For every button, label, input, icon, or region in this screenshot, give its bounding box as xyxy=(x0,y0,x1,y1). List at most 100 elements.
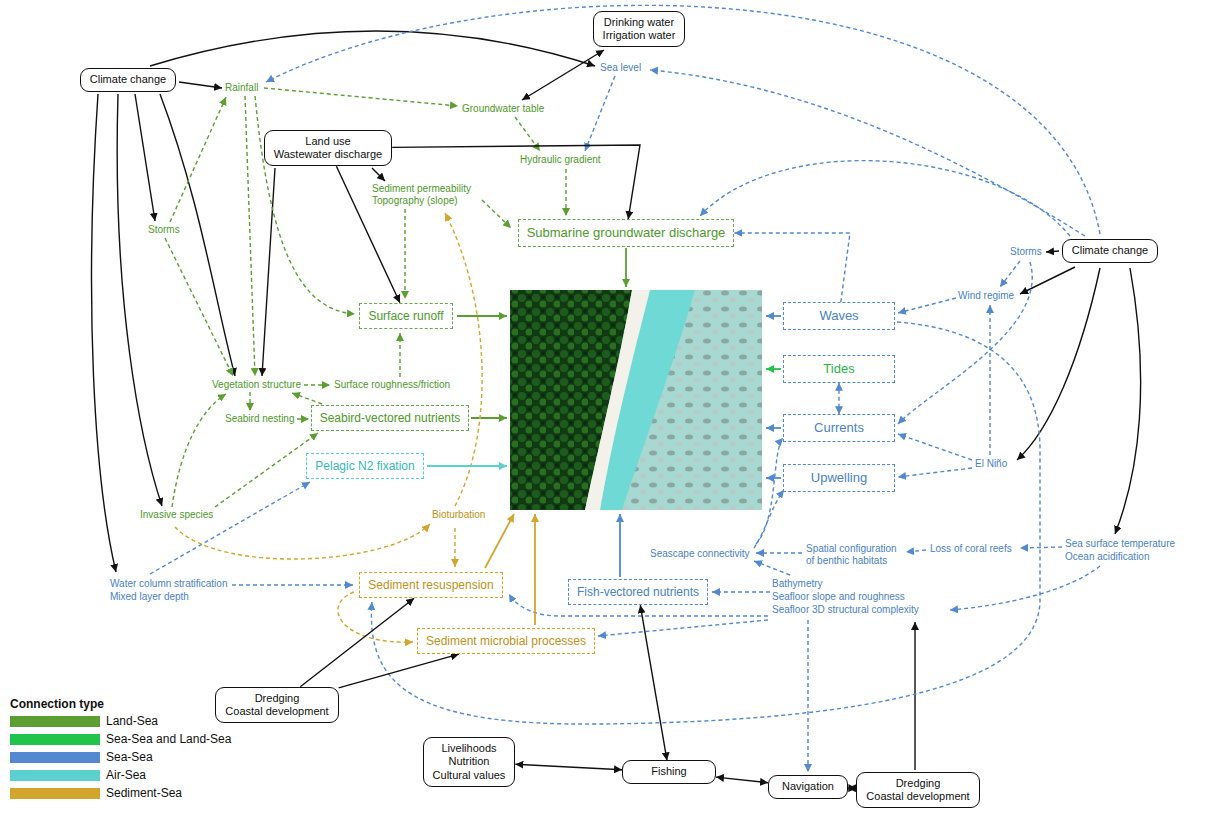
arrow xyxy=(619,514,621,577)
arrow xyxy=(565,169,566,216)
reef-flat xyxy=(510,290,762,510)
process-box: Pelagic N2 fixation xyxy=(306,453,423,479)
text-label: Hydraulic gradient xyxy=(520,154,601,165)
arrow xyxy=(522,50,604,100)
process-box: Upwelling xyxy=(783,464,895,492)
connector xyxy=(300,598,414,687)
text-label-holder: Hydraulic gradient xyxy=(520,154,601,166)
arrow xyxy=(1020,547,1062,548)
box-text: Climate change xyxy=(90,73,166,86)
arrow xyxy=(372,168,385,181)
arrow xyxy=(292,393,322,404)
text-label: Mixed layer depth xyxy=(110,591,189,602)
legend-text: Land-Sea xyxy=(106,714,158,728)
process-box: Sediment microbial processes xyxy=(417,628,595,654)
text-label-holder: Seascape connectivity xyxy=(650,548,750,560)
text-label: Groundwater table xyxy=(462,103,544,114)
box-text: Coastal development xyxy=(866,790,969,803)
text-label: Vegetation structure xyxy=(212,379,301,390)
text-label-holder: El Niño xyxy=(975,458,1007,470)
connector xyxy=(848,787,856,789)
text-label-holder: Sea surface temperature xyxy=(1065,538,1175,550)
driver-box: Navigation xyxy=(768,775,848,798)
arrow xyxy=(1115,268,1141,534)
legend-text: Sea-Sea and Land-Sea xyxy=(106,732,231,746)
arrow xyxy=(399,333,400,377)
arrow xyxy=(485,514,514,568)
text-label: Seabird nesting xyxy=(225,413,295,424)
text-label: Connection type xyxy=(10,697,104,711)
arrow xyxy=(175,524,430,559)
arrow xyxy=(482,200,511,228)
text-label-holder: Seabird nesting xyxy=(225,413,295,425)
arrow xyxy=(245,96,255,376)
driver-box: Climate change xyxy=(80,68,176,91)
box-text: Irrigation water xyxy=(603,29,676,42)
arrow xyxy=(172,394,226,507)
text-label: Ocean acidification xyxy=(1065,551,1150,562)
arrow xyxy=(165,238,233,376)
arrow xyxy=(700,161,1070,236)
box-text: Fish-vectored nutrients xyxy=(577,585,699,599)
arrow xyxy=(338,592,413,642)
box-text: Climate change xyxy=(1072,244,1148,257)
legend-swatch xyxy=(10,770,100,781)
arrow xyxy=(264,88,458,106)
process-box: Fish-vectored nutrients xyxy=(568,579,708,605)
arrow xyxy=(766,315,781,317)
driver-box: Land useWastewater discharge xyxy=(264,130,392,166)
text-label-holder: Groundwater table xyxy=(462,103,544,115)
driver-box: Drinking waterIrrigation water xyxy=(593,11,686,47)
arrow xyxy=(625,248,627,287)
arrow xyxy=(135,94,155,221)
arrow xyxy=(898,298,956,313)
arrow xyxy=(766,368,781,370)
box-text: Nutrition xyxy=(433,755,506,768)
process-box: Sediment resuspension xyxy=(359,572,502,598)
arrow xyxy=(262,168,275,376)
text-label: Loss of coral reefs xyxy=(930,543,1012,554)
arrow xyxy=(471,417,507,419)
driver-box: Fishing xyxy=(622,760,716,783)
text-label-holder: Topography (slope) xyxy=(372,195,458,207)
process-box: Currents xyxy=(783,414,895,442)
text-label-holder: Invasive species xyxy=(140,509,213,521)
arrow xyxy=(898,468,972,477)
text-label: Wind regime xyxy=(958,290,1014,301)
text-label-holder: Storms xyxy=(148,224,180,236)
box-text: Coastal development xyxy=(225,705,328,718)
text-label: Seascape connectivity xyxy=(650,548,750,559)
arrow xyxy=(585,76,615,151)
text-label-holder: Seafloor 3D structural complexity xyxy=(772,604,919,616)
box-text: Submarine groundwater discharge xyxy=(527,225,726,241)
text-label-holder: Rainfall xyxy=(225,82,258,94)
text-label-holder: Water column stratification xyxy=(110,578,227,590)
box-text: Dredging xyxy=(225,692,328,705)
arrow xyxy=(304,384,330,385)
arrow xyxy=(179,82,222,88)
arrow xyxy=(150,482,310,574)
arrow xyxy=(754,490,784,548)
arrow xyxy=(754,561,790,575)
process-box: Seabird-vectored nutrients xyxy=(311,405,470,431)
connector xyxy=(734,233,850,302)
arrow xyxy=(445,213,482,506)
text-label-holder: Ocean acidification xyxy=(1065,551,1150,563)
text-label-holder: Vegetation structure xyxy=(212,379,301,391)
arrow xyxy=(1000,261,1020,287)
text-label-holder: Sea level xyxy=(600,62,641,74)
box-text: Waves xyxy=(792,308,886,324)
arrow xyxy=(297,418,309,419)
text-label: Rainfall xyxy=(225,82,258,93)
text-label: Bioturbation xyxy=(432,509,485,520)
arrow xyxy=(950,566,1100,610)
arrow xyxy=(457,315,507,317)
arrow xyxy=(598,620,768,636)
legend-swatch xyxy=(10,752,100,763)
box-text: Dredging xyxy=(866,777,969,790)
box-text: Fishing xyxy=(632,765,706,778)
arrow xyxy=(534,514,536,625)
arrow xyxy=(989,305,990,455)
